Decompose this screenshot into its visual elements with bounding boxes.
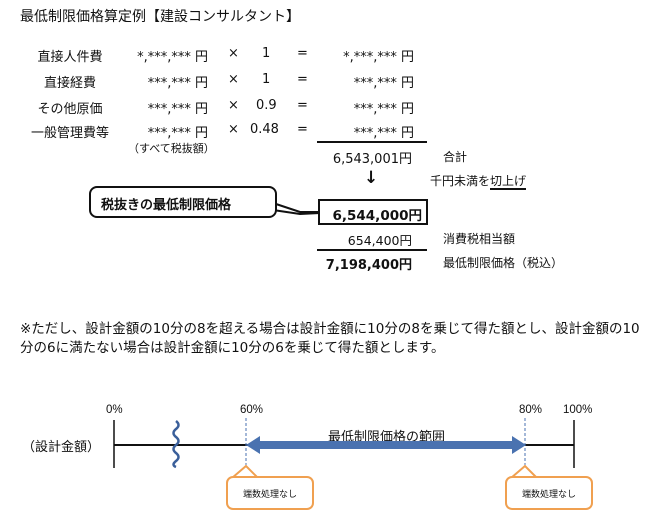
row-rate: 0.48 [250,122,279,137]
final-value: 7,198,400円 [325,258,412,273]
row-op: × [228,46,239,61]
row-label: 一般管理費等 [30,126,109,141]
row-rate: 0.9 [256,98,277,113]
tax-label: 消費税相当額 [443,232,516,246]
rounded-value-box: 6,544,000円 [318,199,428,225]
tax-value: 654,400円 [347,233,412,248]
exception-note: ※ただし、設計金額の10分の8を超える場合は設計金額に10分の8を乗じて得た額と… [20,321,640,356]
final-line [317,249,427,251]
down-arrow-icon: ↓ [364,168,379,188]
tick-0: 0% [106,404,123,416]
callout-right: 端数処理なし [505,476,593,510]
tax-exclusive-note: （すべて税抜額） [128,142,215,155]
row-eq: = [297,46,308,61]
total-label: 合計 [443,150,468,164]
row-amount: ***,*** 円 [147,76,208,91]
row-amount: *,***,*** 円 [137,50,208,65]
callout-right-text: 端数処理なし [521,490,576,500]
callout-label: 税抜きの最低制限価格 [101,198,232,213]
row-op: × [228,122,239,137]
row-result: ***,*** 円 [353,76,414,91]
row-op: × [228,98,239,113]
row-amount: ***,*** 円 [147,102,208,117]
tick-80: 80% [519,404,543,416]
rounding-note-prefix: 千円未満を [430,174,491,188]
callout-label-box: 税抜きの最低制限価格 [89,186,277,218]
callout-left-text: 端数処理なし [242,490,297,500]
page-title: 最低制限価格算定例【建設コンサルタント】 [20,9,300,25]
row-label: 直接経費 [43,76,96,91]
row-label: 直接人件費 [37,50,103,65]
row-result: ***,*** 円 [353,102,414,117]
rounded-value: 6,544,000円 [332,208,422,224]
row-eq: = [297,122,308,137]
row-amount: ***,*** 円 [147,126,208,141]
row-op: × [228,72,239,87]
tick-60: 60% [240,404,264,416]
row-result: ***,*** 円 [353,126,414,141]
total-value: 6,543,001円 [332,152,412,167]
row-rate: 1 [262,46,271,61]
row-eq: = [297,98,308,113]
final-label: 最低制限価格（税込） [443,256,564,270]
rounding-note-emphasis: 切上げ [490,174,527,190]
axis-label: （設計金額） [22,440,101,455]
sum-line [317,141,427,143]
row-label: その他原価 [37,102,103,117]
row-result: *,***,*** 円 [343,50,414,65]
row-rate: 1 [262,72,271,87]
row-eq: = [297,72,308,87]
tick-100: 100% [563,404,593,416]
rounding-note: 千円未満を切上げ [430,172,527,190]
callout-left: 端数処理なし [226,476,314,510]
